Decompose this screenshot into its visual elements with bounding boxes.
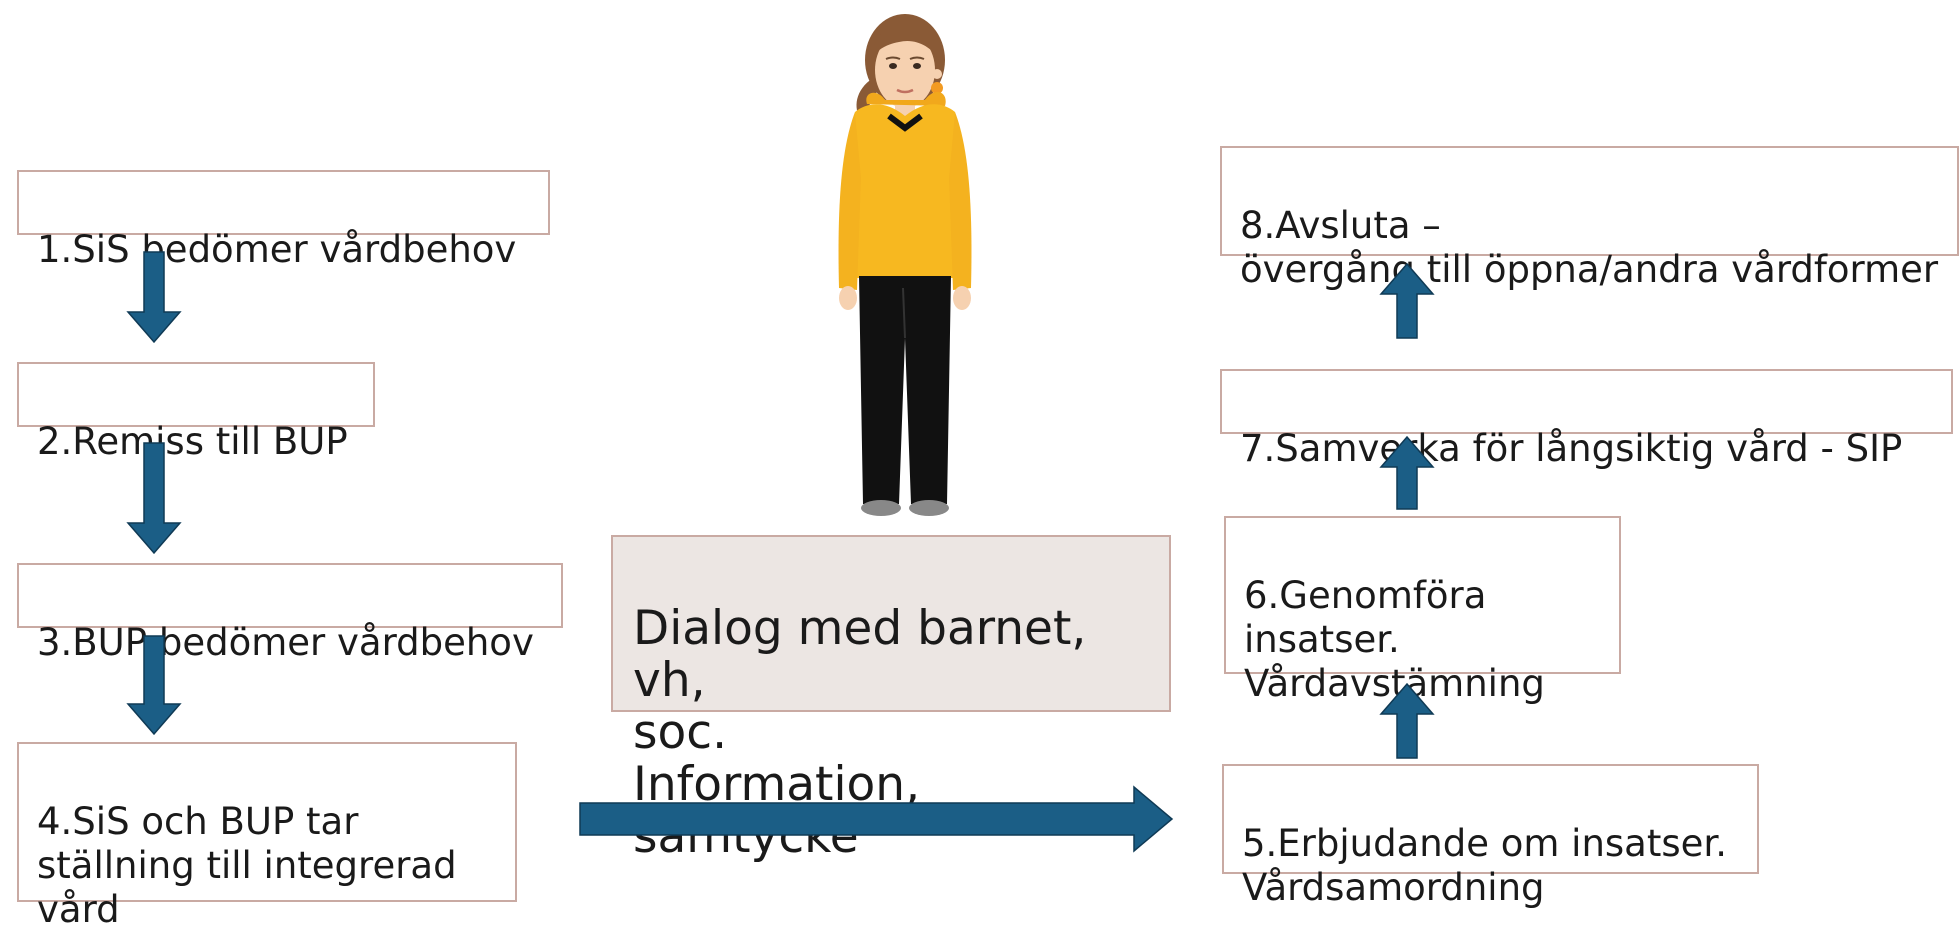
arrow-down-2-3 [126,442,182,555]
step-1-label: 1.SiS bedömer vårdbehov [37,228,517,271]
step-2-box: 2.Remiss till BUP [17,362,375,463]
arrow-up-7-8 [1379,262,1435,339]
arrow-down-1-2 [126,251,182,344]
step-6-box: 6.Genomföra insatser. Vårdavstämning [1224,516,1621,705]
child-figure-icon [838,14,972,516]
step-4-box: 4.SiS och BUP tar ställning till integre… [17,742,517,931]
arrow-down-3-4 [126,635,182,736]
step-8-label: 8.Avsluta – övergång till öppna/andra vå… [1240,204,1939,291]
step-6-label: 6.Genomföra insatser. Vårdavstämning [1244,574,1545,705]
step-3-box: 3.BUP bedömer vårdbehov [17,563,563,664]
step-1-box: 1.SiS bedömer vårdbehov [17,170,550,271]
dialog-box: Dialog med barnet, vh, soc. Information,… [611,535,1171,863]
arrow-up-5-6 [1379,682,1435,759]
step-5-box: 5.Erbjudande om insatser. Vårdsamordning [1222,764,1759,909]
arrow-up-6-7 [1379,435,1435,510]
step-5-label: 5.Erbjudande om insatser. Vårdsamordning [1242,822,1727,909]
step-7-box: 7.Samverka för långsiktig vård - SIP [1220,369,1953,470]
step-7-label: 7.Samverka för långsiktig vård - SIP [1240,427,1903,470]
arrow-right-4-5 [579,785,1174,853]
step-8-box: 8.Avsluta – övergång till öppna/andra vå… [1220,146,1959,291]
step-3-label: 3.BUP bedömer vårdbehov [37,621,534,664]
step-2-label: 2.Remiss till BUP [37,420,348,463]
dialog-label: Dialog med barnet, vh, soc. Information,… [633,601,1087,864]
step-4-label: 4.SiS och BUP tar ställning till integre… [37,800,457,931]
